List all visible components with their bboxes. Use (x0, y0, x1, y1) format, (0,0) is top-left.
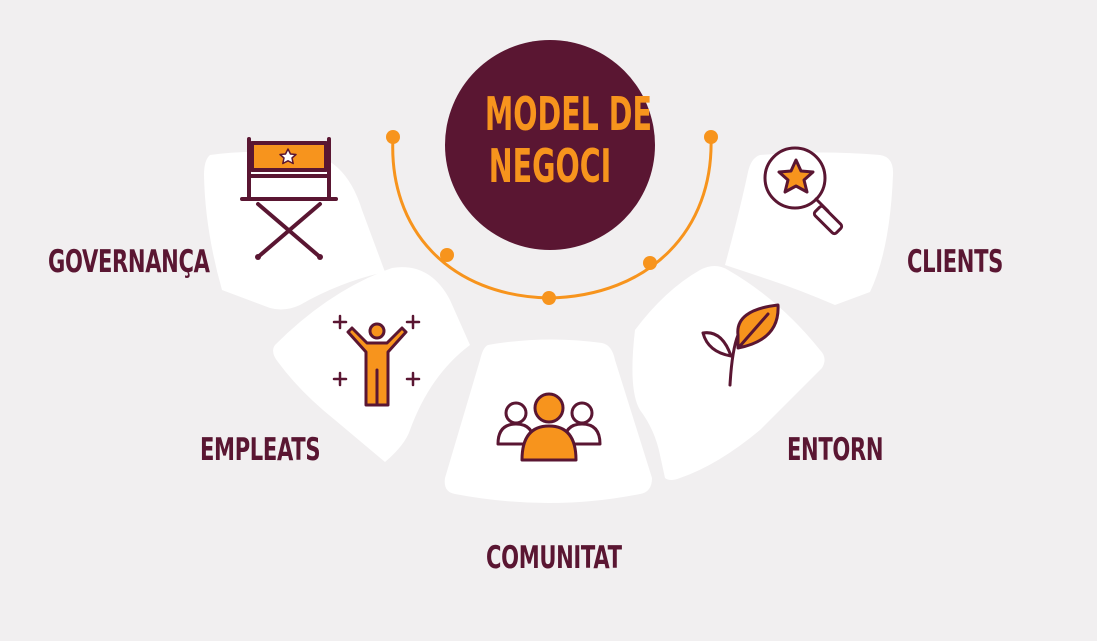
label-governanca: GOVERNANÇA (48, 244, 210, 280)
center-circle (445, 40, 655, 250)
orange-arc (386, 130, 718, 305)
arc-dot-right-top (704, 130, 718, 144)
arc-dot-bottom (542, 291, 556, 305)
label-entorn: ENTORN (787, 432, 884, 468)
sprout-leaf-icon (701, 303, 780, 387)
arc-dot-left-mid (440, 248, 454, 262)
label-clients: CLIENTS (907, 244, 1003, 280)
label-empleats: EMPLEATS (200, 432, 321, 468)
directors-chair-icon (240, 137, 338, 260)
cheering-person-icon (332, 314, 421, 407)
center-title-line1: MODEL DE (484, 87, 652, 141)
magnifier-star-icon (763, 146, 844, 236)
arc-dot-left-top (386, 130, 400, 144)
arc-dot-right-mid (643, 256, 657, 270)
label-comunitat: COMUNITAT (486, 540, 622, 576)
center-title: MODEL DE NEGOCI (484, 87, 652, 193)
center-title-line2: NEGOCI (488, 139, 612, 193)
group-of-people-icon (496, 392, 602, 462)
